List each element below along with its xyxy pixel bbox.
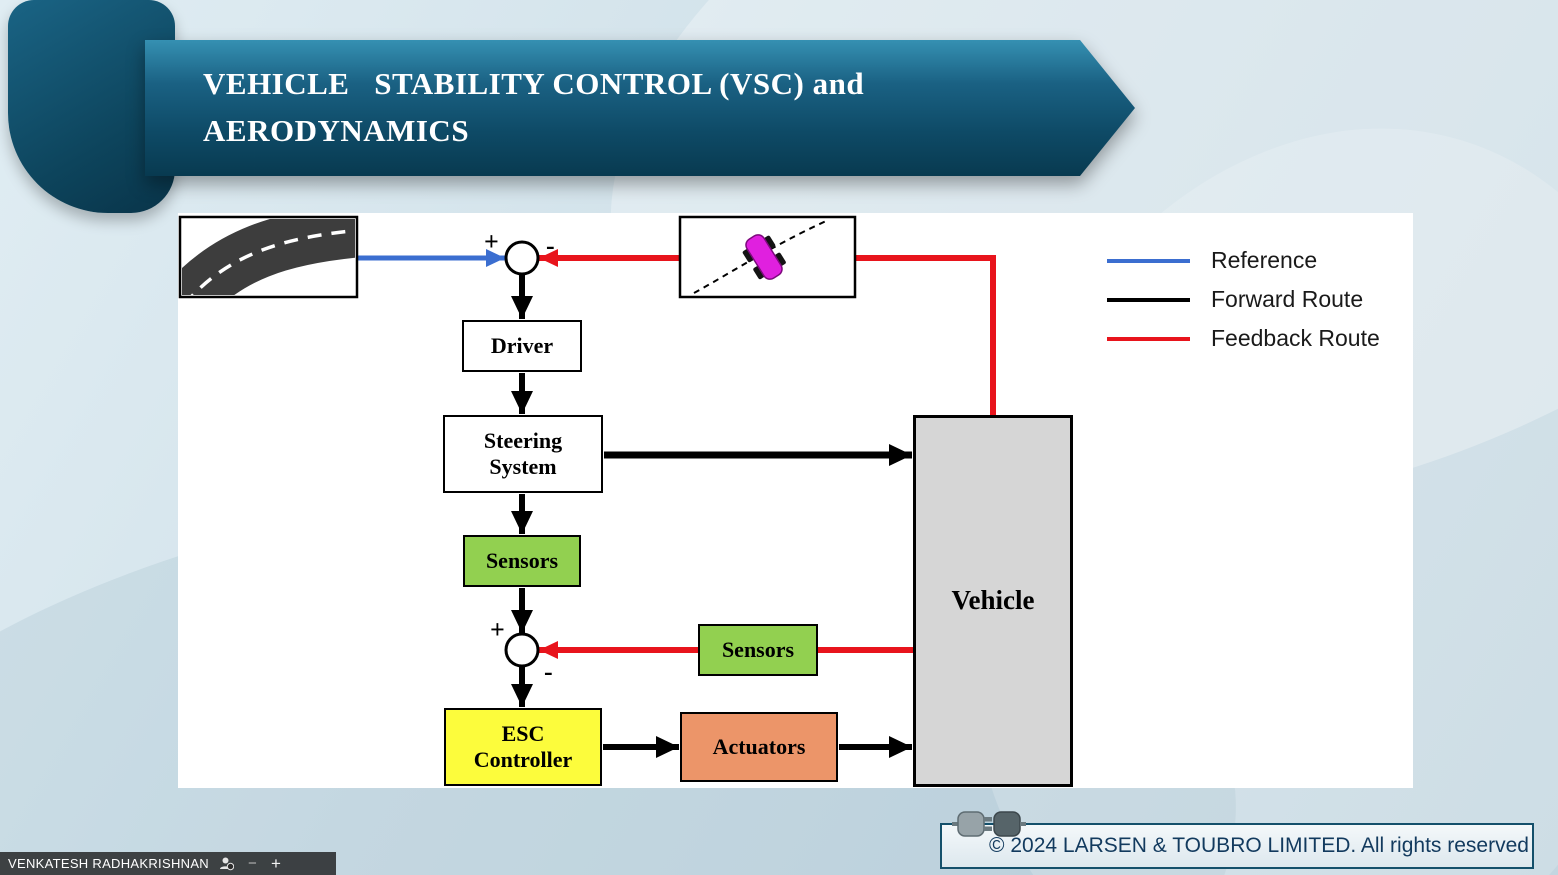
esc-label-line2: Controller <box>473 747 573 772</box>
presenter-overlay: VENKATESH RADHAKRISHNAN − + <box>0 852 336 875</box>
forward-line-swatch <box>1107 297 1190 302</box>
legend-label-reference: Reference <box>1211 247 1318 273</box>
slide-title-line2: AERODYNAMICS <box>203 113 470 149</box>
legend-row-reference: Reference <box>1107 241 1380 280</box>
junction2-plus-sign: + <box>490 615 505 644</box>
legend-label-forward: Forward Route <box>1211 286 1364 312</box>
esc-label-line1: ESC <box>501 721 545 747</box>
junction1-plus-sign: + <box>484 227 499 256</box>
feedback-sensors-label: Sensors <box>721 637 795 663</box>
summing-junction-bottom <box>504 632 540 668</box>
reference-line-swatch <box>1107 258 1190 263</box>
sensors-label: Sensors <box>485 548 559 574</box>
summing-junction-top <box>504 240 540 276</box>
actuators-block: Actuators <box>680 712 838 782</box>
vehicle-block: Vehicle <box>913 415 1073 787</box>
legend: Reference Forward Route Feedback Route <box>1107 241 1380 358</box>
slide-title-line1: VEHICLE STABILITY CONTROL (VSC) and <box>203 66 865 101</box>
plug-icon <box>952 811 1026 837</box>
actuators-label: Actuators <box>712 734 806 760</box>
car-icon <box>742 234 786 280</box>
legend-label-feedback: Feedback Route <box>1211 325 1380 351</box>
title-banner: VEHICLE STABILITY CONTROL (VSC) and AERO… <box>145 40 1135 176</box>
steering-label-line2: System <box>489 454 557 479</box>
copyright-text: © 2024 LARSEN & TOUBRO LIMITED. All righ… <box>989 834 1529 857</box>
zoom-out-button[interactable]: − <box>247 855 258 872</box>
legend-row-forward: Forward Route <box>1107 280 1380 319</box>
esc-controller-block: ESC Controller <box>444 708 602 786</box>
vehicle-label: Vehicle <box>951 585 1035 616</box>
vehicle-state-image <box>678 215 857 299</box>
participant-icon[interactable] <box>219 856 234 871</box>
junction2-minus-sign: - <box>544 657 553 686</box>
diagram-canvas <box>178 215 996 758</box>
driver-label: Driver <box>490 333 554 359</box>
driver-block: Driver <box>462 320 582 372</box>
forward-route <box>511 275 912 758</box>
steering-system-block: Steering System <box>443 415 603 493</box>
sensors-block: Sensors <box>463 535 581 587</box>
legend-row-feedback: Feedback Route <box>1107 319 1380 358</box>
feedback-route-top <box>539 249 996 415</box>
diagram-panel: + - + - Driver Steering System Sensors S… <box>178 213 1413 788</box>
steering-label-line1: Steering <box>483 428 563 454</box>
feedback-sensors-block: Sensors <box>698 624 818 676</box>
copyright-box: © 2024 LARSEN & TOUBRO LIMITED. All righ… <box>940 823 1534 869</box>
presenter-name: VENKATESH RADHAKRISHNAN <box>8 856 209 871</box>
feedback-line-swatch <box>1107 336 1190 341</box>
title-banner-shape: VEHICLE STABILITY CONTROL (VSC) and AERO… <box>145 40 1135 176</box>
zoom-in-button[interactable]: + <box>271 854 282 873</box>
road-image <box>178 215 359 299</box>
junction1-minus-sign: - <box>546 231 555 260</box>
